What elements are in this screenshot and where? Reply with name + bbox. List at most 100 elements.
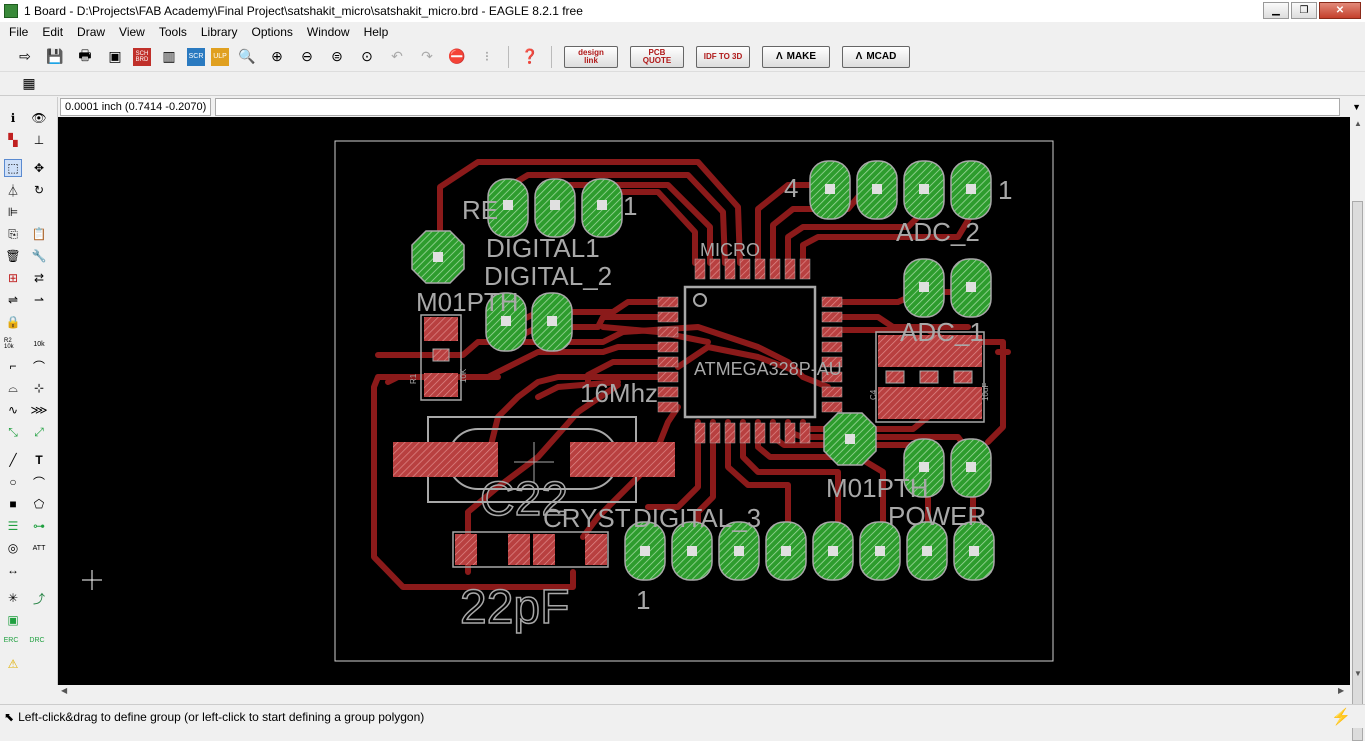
hole-icon[interactable]: ◎ [7,541,19,555]
library-icon[interactable]: ▥ [162,48,176,64]
design-block-icon[interactable]: ▣ [7,613,19,627]
value-icon[interactable]: R2 10k [4,338,14,350]
autorouter-icon[interactable]: ⤴ [32,591,45,606]
scroll-right-icon[interactable]: ▶ [1338,686,1345,695]
label-micro: MICRO [700,240,760,260]
polygon-icon[interactable]: ⬠ [33,497,45,511]
label-digital1: DIGITAL1 [486,233,600,263]
erc-icon[interactable]: ERC [3,636,19,644]
attribute-icon[interactable]: ATT [32,544,46,552]
ulp-button[interactable]: ULP [211,47,229,66]
design-link-button[interactable]: design link [564,45,618,68]
delete-icon[interactable]: 🗑 [5,249,21,263]
menu-file[interactable]: File [9,25,29,39]
miter-icon[interactable]: ⌒ [32,359,45,374]
split-icon[interactable]: ⌐ [9,359,17,373]
toolbar-separator [508,45,509,68]
menu-edit[interactable]: Edit [42,25,64,39]
scroll-left-icon[interactable]: ◀ [61,686,68,695]
zoom-select-icon[interactable]: ⊙ [361,48,373,64]
ratsnest-icon[interactable]: ✳ [7,591,19,605]
route-icon[interactable]: ⊹ [33,381,45,395]
menu-options[interactable]: Options [251,25,293,39]
help-icon[interactable]: ❓ [521,48,539,64]
menu-tools[interactable]: Tools [158,25,187,39]
dimension-icon[interactable]: ↔ [7,563,19,577]
lock-icon[interactable]: 🔒 [5,315,21,329]
display-layers-icon[interactable]: ▚ [8,133,18,147]
cam-icon[interactable]: ▣ [108,48,122,64]
text-icon[interactable]: T [35,453,43,467]
optimize-icon[interactable]: ⌓ [8,380,18,395]
save-icon[interactable]: 💾 [46,48,64,64]
zoom-redraw-icon[interactable]: ⊜ [331,48,343,64]
drc-icon[interactable]: DRC [29,636,45,644]
menu-window[interactable]: Window [306,25,350,39]
go-icon[interactable]: ⁝ [484,48,490,64]
copy-icon[interactable]: ⎘ [8,226,18,241]
menu-draw[interactable]: Draw [77,25,106,39]
mark-icon[interactable]: ⊥ [33,133,45,147]
swap-icon[interactable]: ⇌ [7,293,19,307]
menu-library[interactable]: Library [200,25,238,39]
arc-icon[interactable]: ⌒ [32,475,45,490]
scroll-down-icon[interactable]: ▼ [1354,669,1362,678]
fanout-icon[interactable]: ⋙ [30,403,48,417]
mirror-icon[interactable]: ⏃ [6,183,19,198]
name-icon[interactable]: 10k [33,340,45,348]
change-wrench-icon[interactable]: 🔧 [31,249,47,263]
zoom-out-icon[interactable]: ⊖ [301,48,313,64]
ripup-icon[interactable]: ⤡ [8,424,18,439]
open-icon[interactable]: ⇨ [19,48,31,64]
info-icon[interactable]: ℹ [10,111,16,125]
redo-icon[interactable]: ↷ [421,48,433,64]
signal-icon[interactable]: ⊶ [33,519,45,533]
select-group-icon[interactable]: ⬚ [4,159,22,177]
pcb-quote-button[interactable]: PCB QUOTE [630,45,684,68]
move-icon[interactable]: ✥ [33,161,45,175]
via-icon[interactable]: ☰ [7,519,19,533]
zoom-in-icon[interactable]: ⊕ [271,48,283,64]
grid-icon[interactable]: ▦ [22,75,36,91]
label-16mhz: 16Mhz [580,378,658,408]
script-button[interactable]: SCR [187,47,205,66]
label-one-top: 1 [623,191,637,221]
menu-view[interactable]: View [119,25,145,39]
maximize-button[interactable]: ❐ [1291,2,1317,19]
meander-icon[interactable]: ∿ [7,403,19,417]
rect-icon[interactable]: ■ [9,497,17,511]
scroll-up-icon[interactable]: ▲ [1354,119,1362,128]
vertical-scrollbar[interactable]: ▲ ▼ [1350,117,1365,741]
status-text: Left-click&drag to define group (or left… [18,709,425,724]
close-button[interactable]: ✕ [1319,2,1361,19]
add-part-icon[interactable]: ⊞ [7,271,19,285]
zoom-fit-icon[interactable]: 🔍 [238,48,256,64]
go-run-icon[interactable]: ⚡ [1331,709,1351,726]
idf-to-3d-button[interactable]: IDF TO 3D [696,45,750,68]
menu-help[interactable]: Help [363,25,389,39]
align-icon[interactable]: ⊫ [7,205,19,219]
mcad-button[interactable]: Ʌ MCAD [842,45,910,68]
vertical-scroll-thumb[interactable] [1352,201,1363,741]
stop-icon[interactable]: ⛔ [448,48,466,64]
minimize-button[interactable]: ▁ [1263,2,1289,19]
undo-icon[interactable]: ↶ [391,48,403,64]
board-canvas[interactable]: RE 1 DIGITAL1 DIGITAL_2 M01PTH MICRO ATM… [58,117,1350,685]
rotate-icon[interactable]: ↻ [33,183,45,197]
replace-icon[interactable]: ⇄ [33,271,45,285]
menu-bar: File Edit Draw View Tools Library Option… [0,22,1365,42]
horizontal-scrollbar[interactable]: ◀ ▶ [58,685,1350,698]
show-icon[interactable]: 👁 [31,111,47,125]
print-icon[interactable]: 🖶 [78,46,92,63]
make-button[interactable]: Ʌ MAKE [762,45,830,68]
wire-icon[interactable]: ╱ [9,453,17,467]
paste-icon[interactable]: 📋 [31,227,47,241]
autoroute-icon[interactable]: ⤢ [34,424,44,439]
sch-brd-switch-button[interactable]: SCH BRD [133,47,151,66]
circle-icon[interactable]: ○ [9,475,17,489]
label-atmega: ATMEGA328P-AU [694,359,842,379]
command-dropdown-icon[interactable]: ▼ [1352,102,1361,112]
command-input[interactable] [215,98,1341,116]
errors-warning-icon[interactable]: ⚠ [7,657,19,671]
smash-icon[interactable]: ⇀ [33,293,45,307]
